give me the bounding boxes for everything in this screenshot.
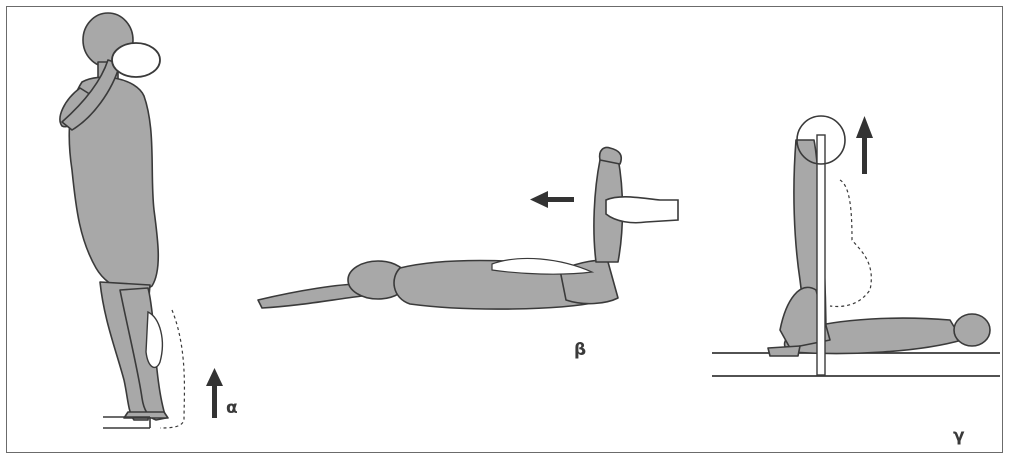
supine-figure bbox=[768, 140, 990, 356]
label-beta: β bbox=[574, 342, 586, 359]
panel-alpha bbox=[60, 13, 223, 428]
prone-figure bbox=[258, 148, 623, 310]
leg-motion-dotted-outline bbox=[830, 180, 871, 306]
panel-beta bbox=[258, 148, 678, 310]
calf-muscle-highlight bbox=[146, 312, 162, 367]
label-gamma: γ bbox=[953, 428, 965, 445]
examiner-hand bbox=[606, 197, 678, 223]
arrow-left-beta-icon bbox=[530, 191, 574, 208]
arrow-up-alpha-icon bbox=[206, 368, 223, 418]
head-support-ring bbox=[112, 43, 160, 77]
arrow-up-gamma-icon bbox=[856, 116, 873, 174]
panel-gamma bbox=[712, 116, 1000, 376]
lumbar-highlight bbox=[492, 258, 592, 274]
label-alpha: α bbox=[226, 400, 238, 417]
table-surface bbox=[712, 353, 1000, 376]
measuring-rod bbox=[817, 135, 825, 375]
